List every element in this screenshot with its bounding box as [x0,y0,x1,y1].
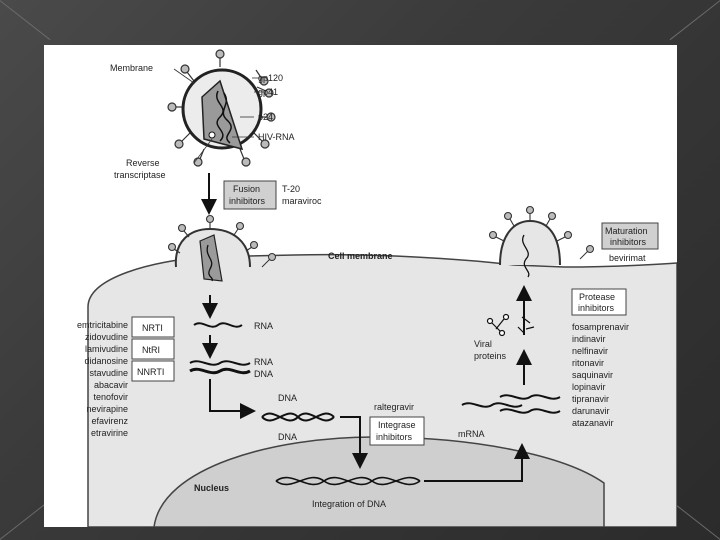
rna-label-1: RNA [254,321,273,331]
dna-label-1: DNA [254,369,273,379]
gp120-label: gp120 [258,73,283,83]
protease-drug-list: fosamprenavir indinavir nelfinavir riton… [572,322,629,428]
rt-drug: efavirenz [91,416,128,426]
rt-drug: emtricitabine [77,320,128,330]
fusion-drug-t20: T-20 [282,184,300,194]
virion [167,49,276,167]
raltegravir-label: raltegravir [374,402,414,412]
rt-drug: tenofovir [93,392,128,402]
dna-label-bottom: DNA [278,432,297,442]
arrow-to-nucleus [340,416,368,469]
rt-drug: lamivudine [85,344,128,354]
rt-drug: nevirapine [86,404,128,414]
mrna-strands [461,394,561,414]
viral-proteins-label-line2: proteins [474,351,507,361]
dna-label-top: DNA [278,393,297,403]
budding-membrane-bump [499,219,561,266]
frame-line-left-diagonal [0,0,51,41]
virion-label-leaders [173,68,264,164]
nnrti-label: NNRTI [137,367,164,377]
p24-label: p24 [258,112,273,122]
rt-drug: didanosine [84,356,128,366]
rna-strand-2 [189,360,251,366]
arrow-to-dsdna [209,379,256,419]
rna-label-2: RNA [254,357,273,367]
protease-box-line2: inhibitors [578,303,615,313]
protease-drug: lopinavir [572,382,606,392]
membrane-label: Membrane [110,63,153,73]
maturation-box-line1: Maturation [605,226,648,236]
fusion-box-line2: inhibitors [229,196,266,206]
integrase-box-line1: Integrase [378,420,416,430]
integrated-dna-helix [275,476,421,486]
fusion-box-line1: Fusion [233,184,260,194]
protease-drug: saquinavir [572,370,613,380]
protease-box-line1: Protease [579,292,615,302]
budding-virion [488,205,594,278]
hiv-lifecycle-diagram: Membrane gp120 gp41 p24 HIV-RNA Reverse … [77,49,677,527]
protease-inhibitors-box [571,288,627,316]
fusion-inhibitors-box [223,180,277,210]
integrase-box-line2: inhibitors [376,432,413,442]
maturation-box-line2: inhibitors [610,237,647,247]
double-stranded-dna [261,412,335,422]
maturation-inhibitors-box [601,222,659,250]
ntri-label: NtRI [142,345,160,355]
hiv-rna-label: HIV-RNA [258,132,295,142]
frame-line-right-diagonal [669,0,720,41]
maturation-drug-bevirimat: bevirimat [609,253,646,263]
entering-virion [167,214,276,282]
rt-drug: stavudine [89,368,128,378]
reverse-transcriptase-label-line1: Reverse [126,158,160,168]
frame-line-bottom-right [669,499,720,540]
protease-drug: atazanavir [572,418,614,428]
dna-strand-1 [189,367,251,375]
nnrti-box [131,360,175,382]
protease-drug: indinavir [572,334,606,344]
nrti-box [131,316,175,338]
rt-drug: abacavir [94,380,128,390]
slide: Membrane gp120 gp41 p24 HIV-RNA Reverse … [44,45,677,527]
protease-drug: nelfinavir [572,346,608,356]
nrti-label: NRTI [142,323,163,333]
rt-drug: etravirine [91,428,128,438]
rt-drug-list: emtricitabine zidovudine lamivudine dida… [77,320,129,438]
integration-of-dna-label: Integration of DNA [312,499,386,509]
rt-drug: zidovudine [85,332,128,342]
mrna-label: mRNA [458,429,485,439]
gp41-label: gp41 [258,87,278,97]
rna-strand-1 [193,322,243,328]
protease-drug: ritonavir [572,358,604,368]
integrase-inhibitors-box [369,416,425,446]
ntri-box [131,338,175,360]
protease-drug: tipranavir [572,394,609,404]
protease-drug: darunavir [572,406,610,416]
fusion-drug-maraviroc: maraviroc [282,196,322,206]
protease-drug: fosamprenavir [572,322,629,332]
viral-proteins-label-line1: Viral [474,339,492,349]
viral-protein-fragments [486,313,535,337]
cell-membrane-label: Cell membrane [328,251,393,261]
nucleus-label: Nucleus [194,483,229,493]
frame-line-bottom-left [0,499,51,540]
arrow-to-mrna [424,443,530,482]
reverse-transcriptase-label-line2: transcriptase [114,170,166,180]
